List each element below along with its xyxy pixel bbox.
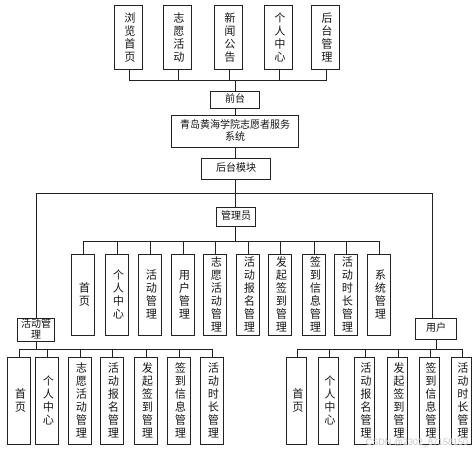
connector-line (248, 241, 249, 254)
connector-line (429, 349, 431, 357)
connector-line (235, 80, 236, 91)
system-title: 青岛黄海学院志愿者服务系统 (171, 115, 299, 148)
user-module-box: 首页 (286, 357, 307, 445)
connector-line (150, 241, 151, 254)
connector-line (146, 349, 147, 357)
connector-line (128, 70, 130, 80)
connector-line (183, 241, 184, 254)
connector-line (235, 227, 236, 241)
activity-admin-module-box: 活动时长管理 (200, 357, 224, 445)
connector-line (346, 241, 347, 254)
activity-admin-module-box: 志愿活动管理 (68, 357, 92, 445)
activity-admin-module-box: 发起签到管理 (134, 357, 158, 445)
activity-admin-module-box: 活动报名管理 (100, 357, 124, 445)
connector-line (19, 349, 213, 350)
connector-line (36, 342, 37, 349)
admin-module-box: 个人中心 (105, 254, 129, 336)
connector-line (461, 349, 463, 357)
admin-module-box: 活动时长管理 (334, 254, 358, 336)
connector-line (83, 241, 380, 242)
user-module-box: 签到信息管理 (419, 357, 440, 445)
connector-line (117, 241, 118, 254)
admin-label: 管理员 (216, 207, 256, 227)
activity-admin-module-box: 个人中心 (35, 357, 59, 445)
user-module-box: 发起签到管理 (387, 357, 408, 445)
front-module-box: 浏览首页 (114, 5, 143, 70)
activity-admin-module-box: 签到信息管理 (167, 357, 191, 445)
connector-line (212, 349, 213, 357)
backend-label: 后台模块 (201, 158, 271, 180)
front-module-box: 个人中心 (264, 5, 293, 70)
connector-line (296, 349, 298, 357)
connector-line (80, 349, 81, 357)
connector-line (328, 349, 330, 357)
admin-module-box: 首页 (71, 254, 95, 336)
admin-module-box: 用户管理 (171, 254, 195, 336)
front-module-box: 志愿活动 (163, 5, 192, 70)
connector-line (179, 349, 180, 357)
connector-line (83, 241, 84, 254)
connector-line (436, 340, 437, 349)
admin-module-box: 签到信息管理 (302, 254, 326, 336)
activity-admin-label: 活动管理 (17, 318, 55, 342)
admin-module-box: 活动报名管理 (236, 254, 260, 336)
activity-admin-module-box: 首页 (7, 357, 31, 445)
connector-line (36, 193, 433, 194)
connector-line (228, 70, 230, 80)
admin-module-box: 发起签到管理 (268, 254, 292, 336)
connector-line (235, 148, 236, 158)
connector-line (397, 349, 399, 357)
user-label: 用户 (415, 318, 457, 340)
connector-line (177, 70, 179, 80)
connector-line (280, 241, 281, 254)
connector-line (36, 193, 37, 318)
connector-line (432, 193, 433, 318)
connector-line (296, 349, 463, 350)
front-module-box: 后台管理 (311, 5, 340, 70)
connector-line (128, 80, 327, 81)
admin-module-box: 志愿活动管理 (203, 254, 227, 336)
front-label: 前台 (210, 91, 260, 109)
connector-line (364, 349, 366, 357)
connector-line (47, 349, 48, 357)
connector-line (325, 70, 327, 80)
admin-module-box: 活动管理 (138, 254, 162, 336)
connector-line (278, 70, 280, 80)
connector-line (112, 349, 113, 357)
connector-line (215, 241, 216, 254)
watermark-text: CSDN @2302_87158150 (365, 437, 468, 447)
connector-line (19, 349, 20, 357)
connector-line (235, 109, 236, 115)
connector-line (314, 241, 315, 254)
user-module-box: 活动时长管理 (451, 357, 472, 445)
user-module-box: 活动报名管理 (354, 357, 375, 445)
connector-line (379, 241, 380, 254)
user-module-box: 个人中心 (318, 357, 339, 445)
front-module-box: 新闻公告 (214, 5, 243, 70)
admin-module-box: 系统管理 (367, 254, 391, 336)
